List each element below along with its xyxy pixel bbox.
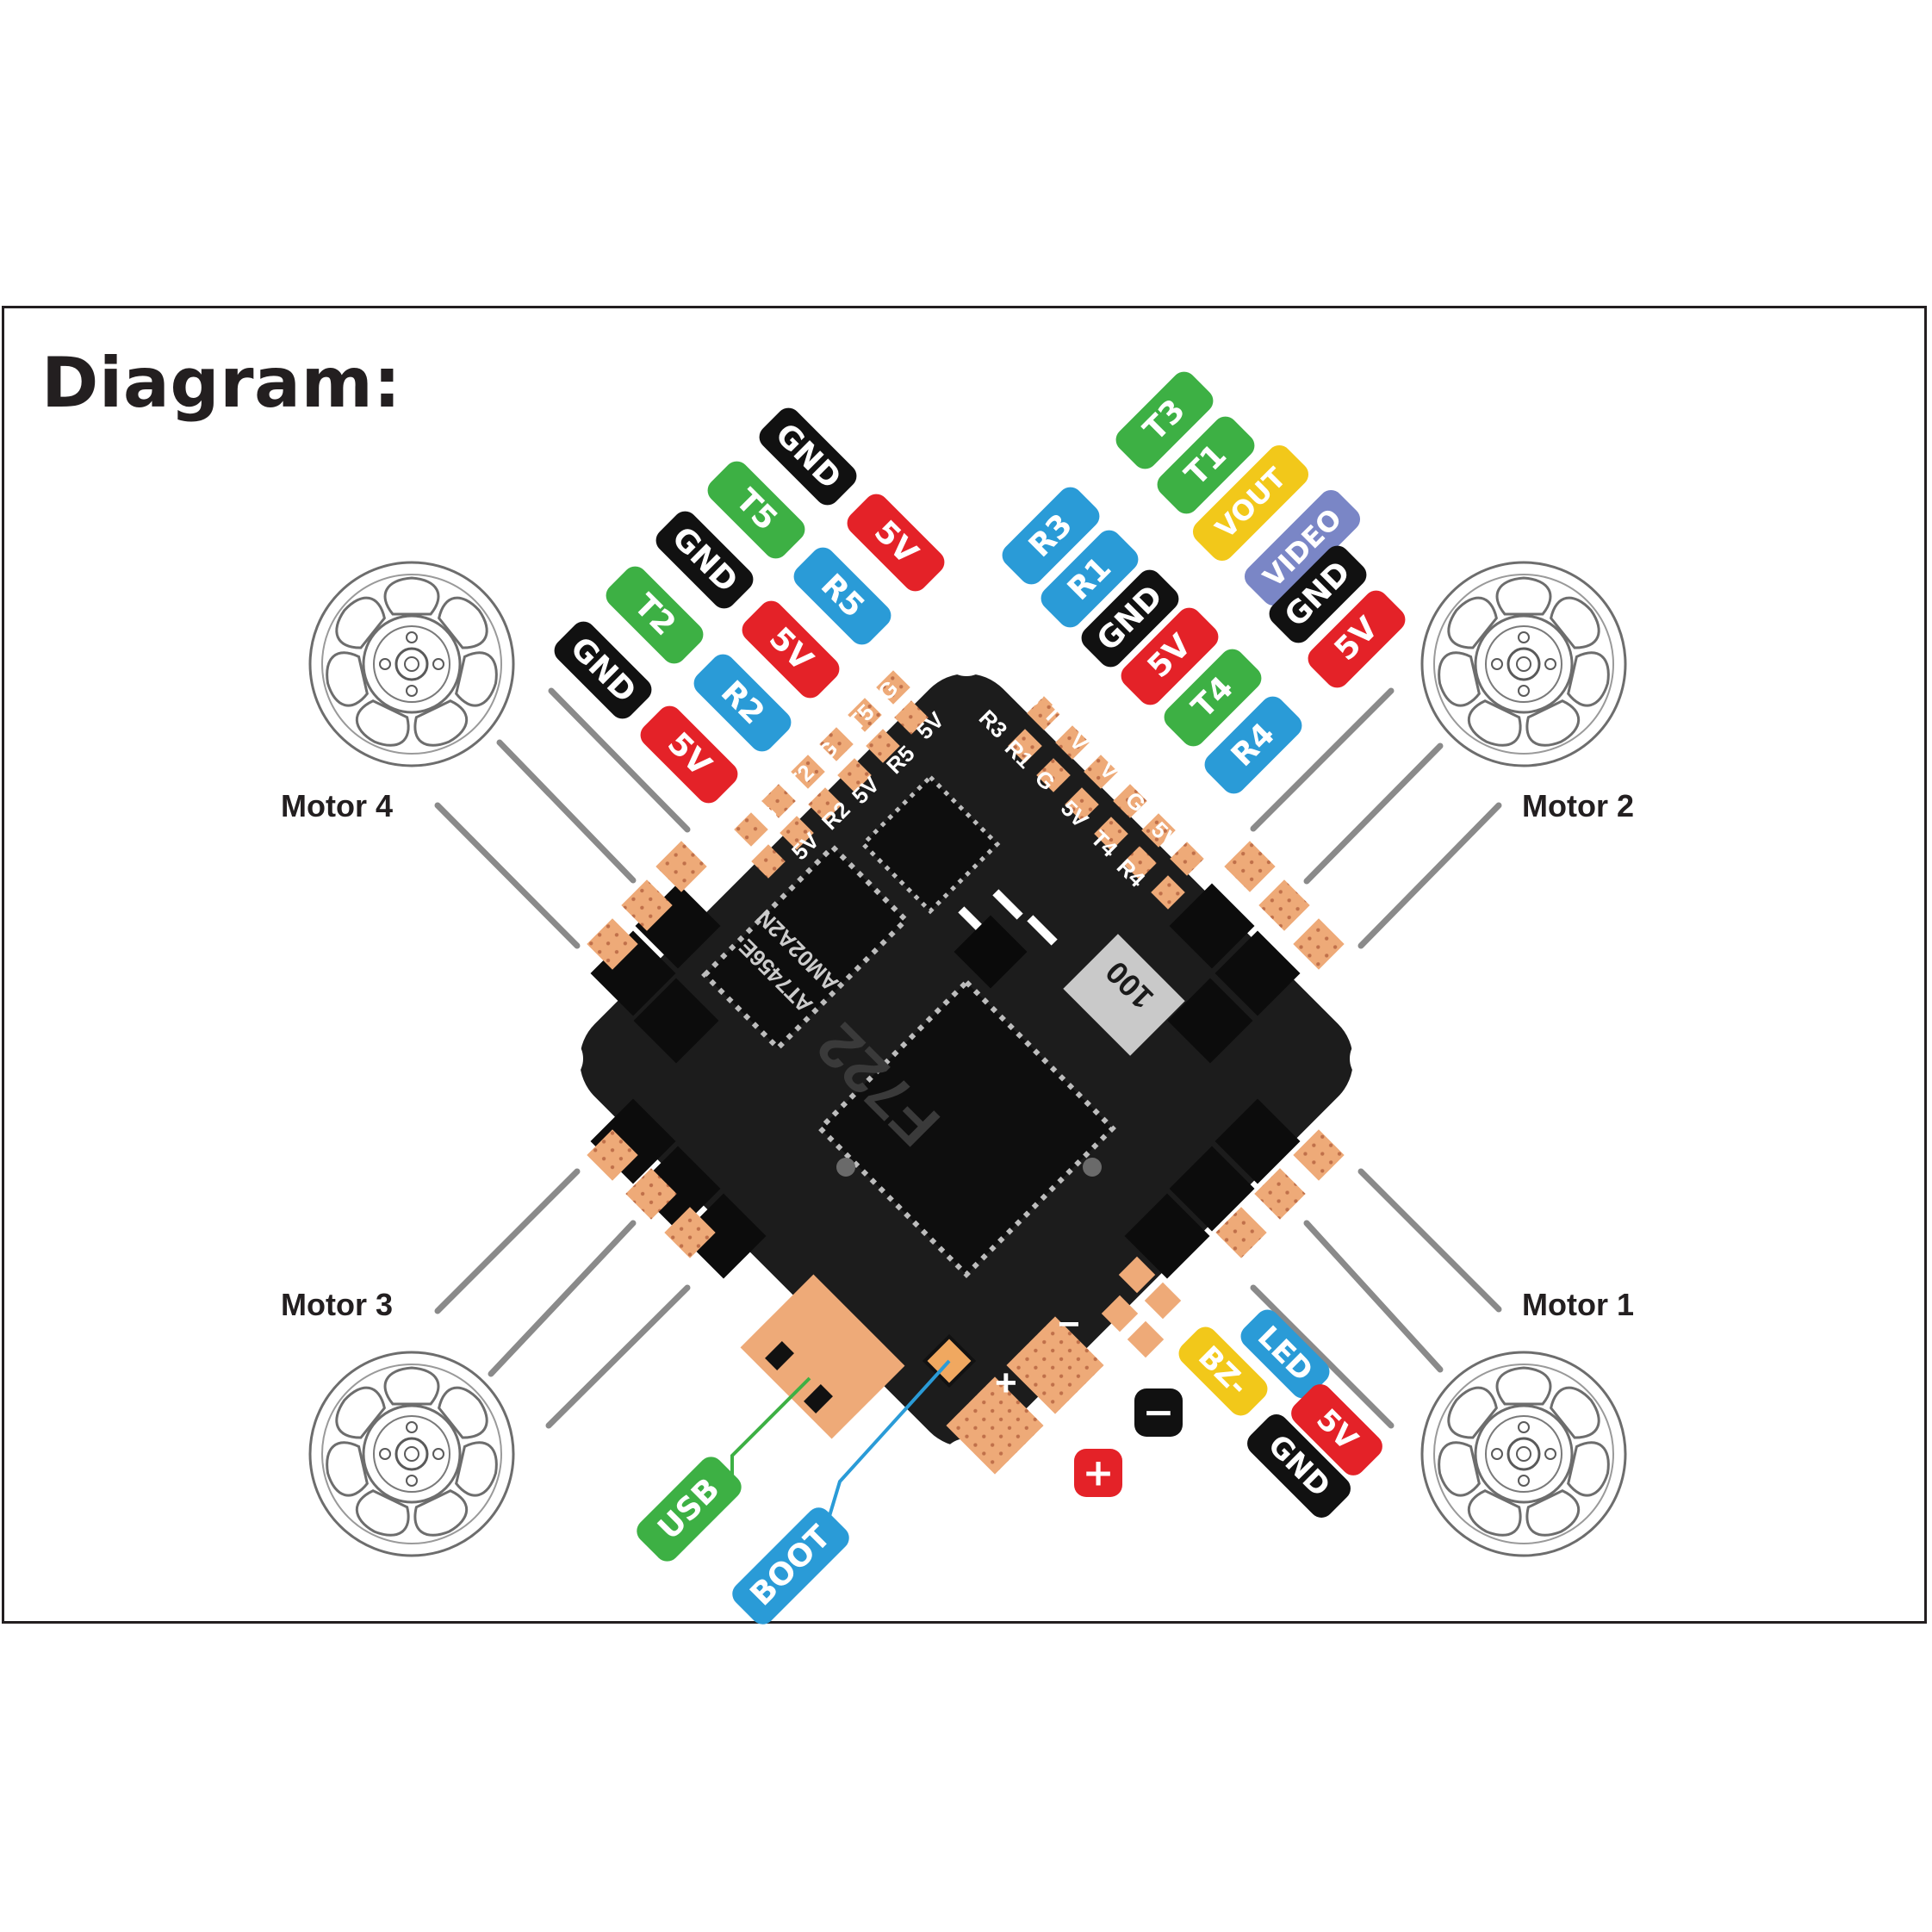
svg-text:+: + [1083,1451,1115,1495]
board-minus-mark: − [1058,1303,1080,1345]
board-plus-mark: + [995,1362,1017,1404]
battery-pad-plus [946,1376,1044,1475]
battery-pad-minus [1006,1316,1104,1414]
motor-4-icon [308,561,515,767]
tag-bottom-0: + [1074,1449,1122,1497]
motor-1-label: Motor 1 [1522,1287,1634,1322]
pad-label-m2: M2 [1352,1003,1383,1028]
motor-2-icon [1420,561,1627,767]
boot-leader [825,1359,951,1525]
motor-2-label: Motor 2 [1522,788,1634,823]
mount-hole-left [531,1033,583,1084]
motor-3-label: Motor 3 [281,1287,393,1322]
usb-leader [730,1376,811,1490]
tag-left-gnd: GND [554,621,652,719]
motor-4-label: Motor 4 [281,788,393,823]
pad-label-m3: M3 [543,1090,574,1116]
capacitor [1063,934,1185,1056]
tag-bottom-1: − [1134,1388,1183,1437]
tag-left-5v: 5V [640,705,738,804]
tag-usb: USB [637,1457,742,1562]
mcu-chip [817,978,1116,1278]
osd-chip [701,843,910,1052]
usb-connector [740,1274,905,1439]
pad-label-m1: M1 [1352,1090,1383,1116]
header-label-left: T5 [842,699,879,736]
motor-1-icon [1420,1351,1627,1557]
mount-hole-right [1350,1033,1401,1084]
tag-boot: BOOT [732,1507,849,1624]
page-title: Diagram: [41,343,401,423]
gyro-chip [860,773,1001,915]
motor-3-icon [308,1351,515,1557]
svg-text:−: − [1143,1391,1175,1435]
pad-label-m4: M4 [544,1003,576,1028]
mount-hole-top [941,624,992,676]
leader-lines [434,687,1502,1429]
